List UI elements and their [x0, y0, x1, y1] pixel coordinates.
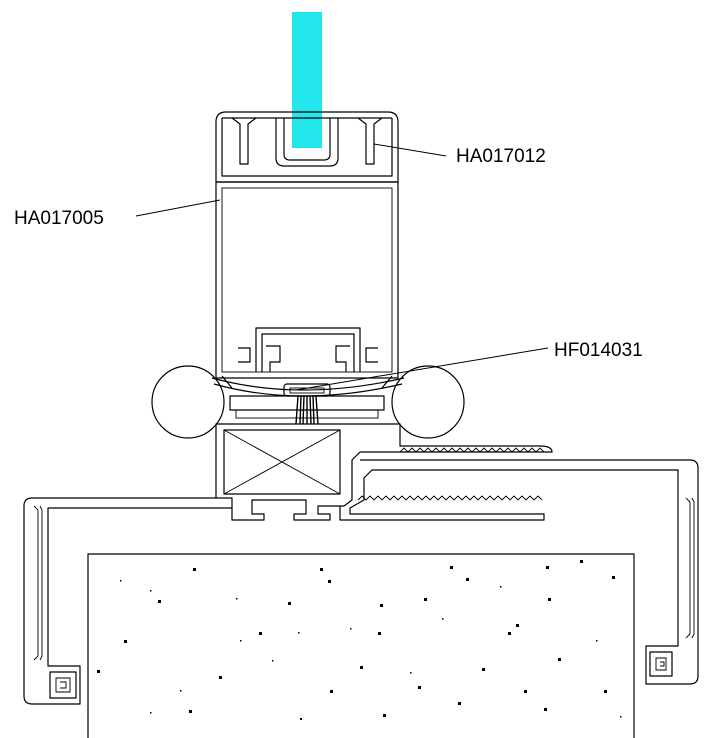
- lower-frame-profile: [23, 423, 699, 705]
- mullion-profile: [215, 181, 399, 379]
- label-mullion-profile: HA017005: [14, 208, 104, 229]
- seal-circle-left: [151, 365, 225, 439]
- substrate-block: [87, 553, 635, 738]
- leader-glazing-adaptor: [373, 143, 447, 157]
- glass-pane: [292, 12, 322, 148]
- seal-circle-right: [391, 365, 465, 439]
- leader-brush-seal: [295, 347, 549, 391]
- brush-seal-assembly: [211, 375, 405, 425]
- leader-mullion-profile: [135, 199, 221, 217]
- label-glazing-adaptor: HA017012: [456, 146, 546, 167]
- glazing-adaptor-profile: [215, 111, 399, 183]
- label-brush-seal: HF014031: [554, 340, 643, 361]
